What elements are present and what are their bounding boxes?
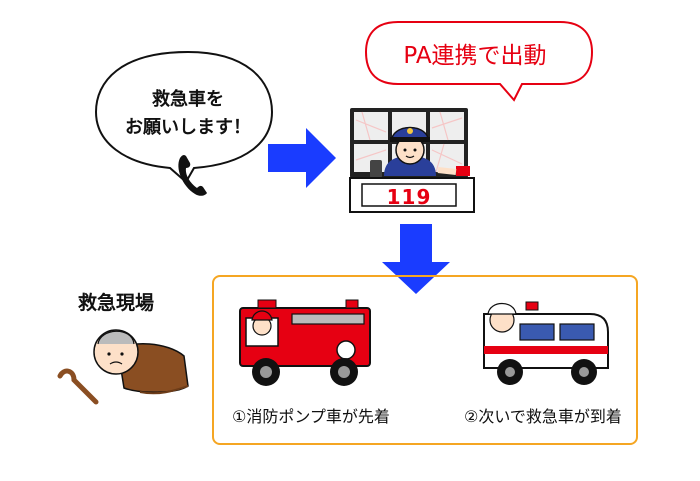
fire-engine <box>239 299 371 386</box>
dispatch-bubble-text: PA連携で出動 <box>403 43 547 69</box>
caller-line-2: お願いします！ <box>125 117 251 138</box>
scene-label: 救急現場 <box>78 292 155 314</box>
dispatch-sign-119: 119 <box>386 185 432 209</box>
caption-ambulance: ②次いで救急車が到着 <box>464 407 622 426</box>
dispatch-center <box>349 108 475 213</box>
dispatch-speech-bubble <box>364 21 594 102</box>
arrow-right-icon <box>268 128 336 188</box>
elderly-patient <box>57 329 189 405</box>
phone-icon <box>178 154 207 196</box>
dispatcher-operator <box>370 126 470 178</box>
caption-fire-engine: ①消防ポンプ車が先着 <box>232 407 390 426</box>
responders-frame <box>212 275 638 445</box>
ambulance <box>483 301 609 385</box>
caller-bubble-text: 救急車を お願いします！ <box>118 86 258 142</box>
caller-line-1: 救急車を <box>152 89 224 110</box>
